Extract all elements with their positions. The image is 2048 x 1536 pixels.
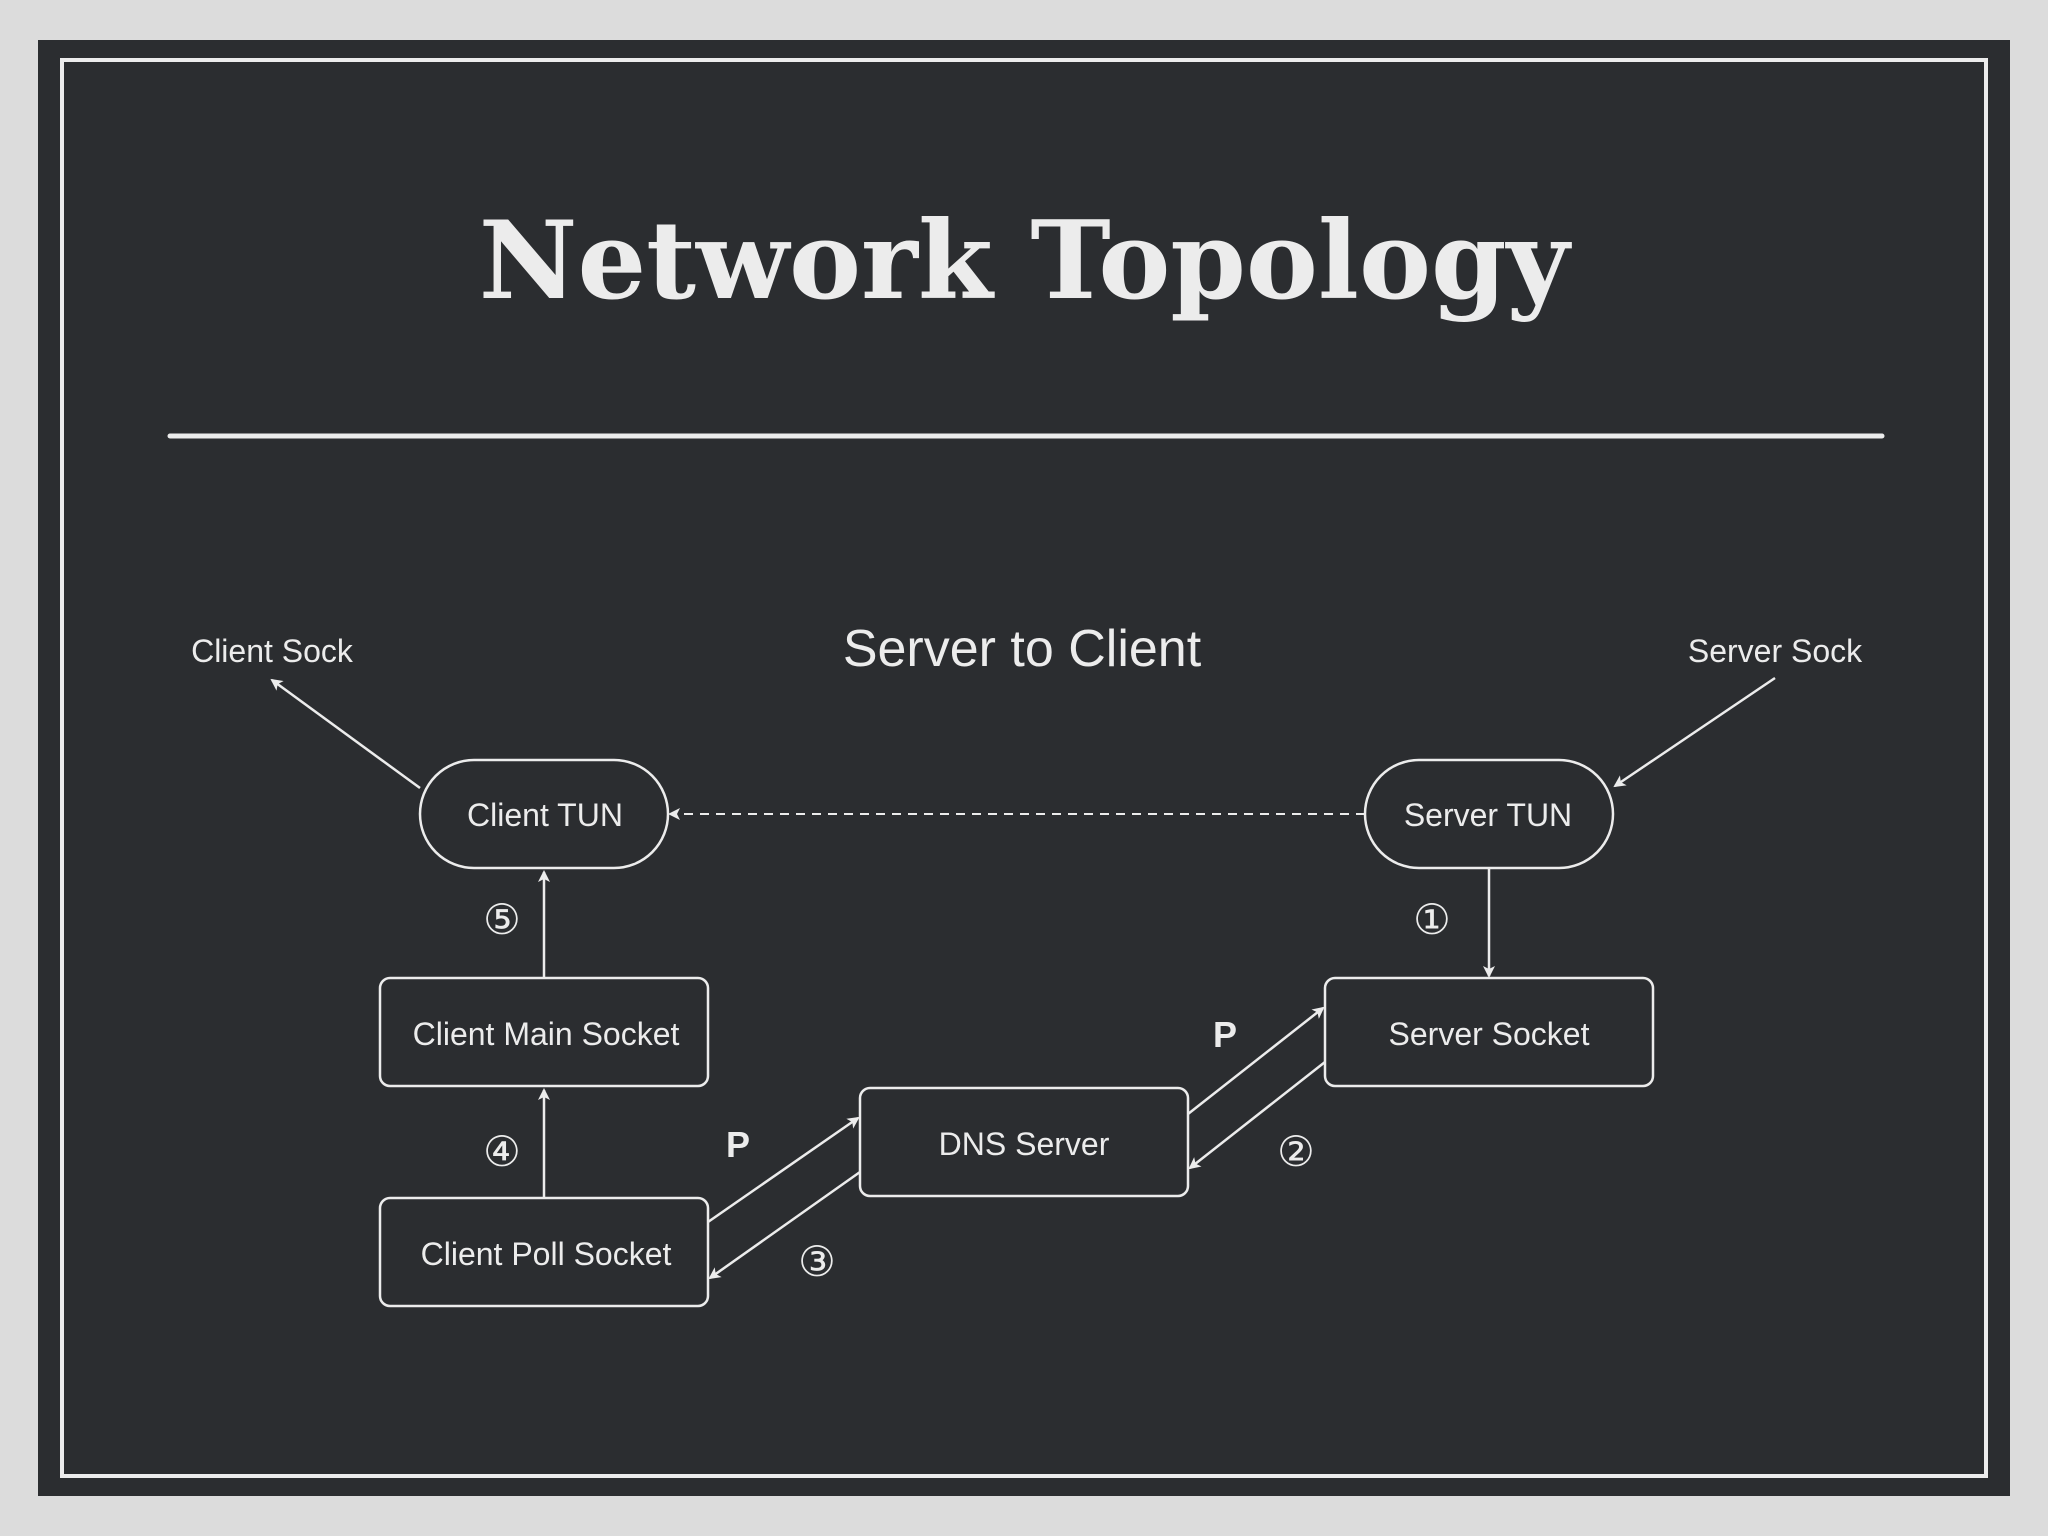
step-3-marker: ③ — [798, 1237, 836, 1286]
client-poll-socket-node: Client Poll Socket — [378, 1196, 710, 1308]
step-4-marker: ④ — [483, 1127, 521, 1176]
dns-server-to-server-socket-poll-arrow — [1187, 1006, 1325, 1115]
client-tun-label: Client TUN — [467, 797, 623, 833]
client-poll-socket-to-dns-server-poll-arrow — [707, 1116, 860, 1224]
step-2-marker: ② — [1277, 1127, 1315, 1176]
dns-server-node: DNS Server — [858, 1086, 1190, 1198]
server-socket-to-dns-server-arrow — [1188, 1061, 1326, 1170]
client-main-socket-label: Client Main Socket — [413, 1016, 680, 1052]
client-tun-node: Client TUN — [418, 758, 670, 870]
slide-frame — [60, 58, 1988, 1478]
page-title: Network Topology — [479, 198, 1573, 324]
server-sock-to-server-tun-arrow — [1613, 676, 1776, 788]
client-poll-socket-label: Client Poll Socket — [421, 1236, 672, 1272]
server-socket-label: Server Socket — [1389, 1016, 1590, 1052]
server-tun-label: Server TUN — [1404, 797, 1572, 833]
server-socket-node: Server Socket — [1323, 976, 1655, 1088]
client-sock-label: Client Sock — [191, 633, 354, 669]
dns-server-to-client-poll-socket-arrow — [708, 1170, 861, 1280]
client-tun-to-client-sock-arrow — [270, 678, 421, 790]
server-sock-label: Server Sock — [1688, 633, 1863, 669]
server-tun-node: Server TUN — [1363, 758, 1615, 870]
diagram-subtitle: Server to Client — [843, 620, 1202, 678]
poll-marker-lower: P — [726, 1124, 750, 1165]
slide-background — [38, 40, 2010, 1496]
dns-server-label: DNS Server — [939, 1126, 1110, 1162]
step-5-marker: ⑤ — [483, 895, 521, 944]
step-1-marker: ① — [1413, 895, 1451, 944]
poll-marker-upper: P — [1213, 1014, 1237, 1055]
